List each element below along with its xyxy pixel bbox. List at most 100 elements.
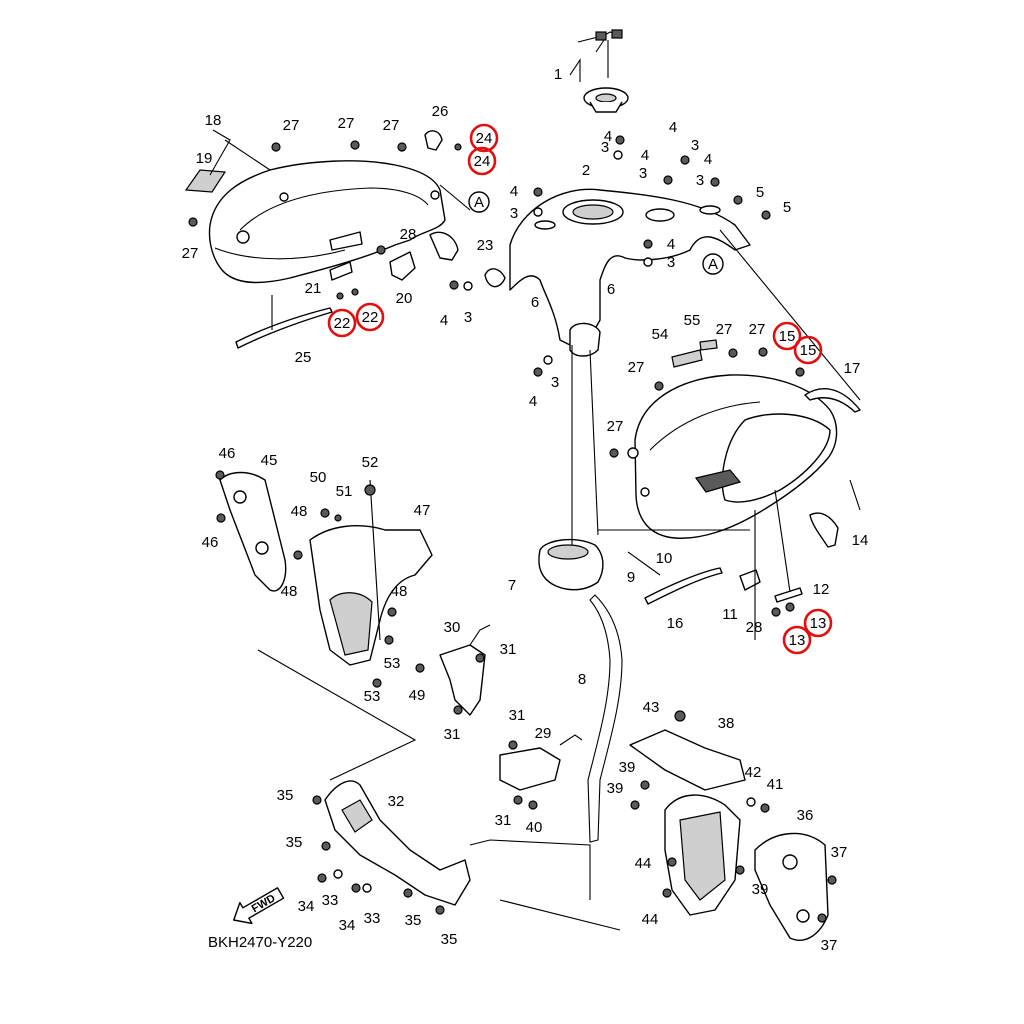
part-label-8: 8 [578,671,586,688]
part-label-35: 35 [286,834,303,851]
part-label-4: 4 [529,393,537,410]
highlighted-part-label: 22 [334,315,351,332]
clip-26 [424,130,443,151]
part-label-16: 16 [667,615,684,632]
part-label-27: 27 [383,117,400,134]
connection-lines [209,58,861,931]
part-label-4: 4 [704,151,712,168]
highlighted-part-label: 13 [810,615,827,632]
highlighted-part-22: 22 [355,302,385,332]
damper-16 [644,567,723,605]
part-label-48: 48 [291,503,308,520]
part-label-4: 4 [669,119,677,136]
part-label-39: 39 [752,881,769,898]
part-label-23: 23 [477,237,494,254]
part-label-32: 32 [388,793,405,810]
part-label-11: 11 [722,606,738,623]
part-label-46: 46 [219,445,236,462]
part-label-4: 4 [440,312,448,329]
part-label-5: 5 [783,199,791,216]
part-label-35: 35 [277,787,294,804]
part-label-1: 1 [554,66,562,83]
part-label-3: 3 [691,137,699,154]
part-label-4: 4 [667,236,675,253]
part-label-27: 27 [283,117,300,134]
part-label-35: 35 [441,931,458,948]
part-label-27: 27 [338,115,355,132]
svg-text:A: A [708,256,718,273]
part-label-18: 18 [205,112,222,129]
part-label-39: 39 [607,780,624,797]
part-label-28: 28 [400,226,417,243]
part-label-31: 31 [509,707,526,724]
part-label-30: 30 [444,619,461,636]
highlighted-part-label: 15 [800,342,817,359]
part-label-55: 55 [684,312,701,329]
part-label-31: 31 [444,726,461,743]
part-label-3: 3 [667,254,675,271]
highlight-circle-icon [467,146,497,176]
part-label-35: 35 [405,912,422,929]
part-label-27: 27 [716,321,733,338]
highlighted-part-24: 24 [469,123,499,153]
part-label-47: 47 [414,502,431,519]
bracket-23 [429,231,459,261]
part-label-5: 5 [756,184,764,201]
part-label-3: 3 [464,309,472,326]
part-label-37: 37 [831,844,848,861]
highlighted-part-label: 13 [789,632,806,649]
part-label-36: 36 [797,807,814,824]
part-label-37: 37 [821,937,838,954]
bracket-11 [739,569,761,591]
part-label-27: 27 [607,418,624,435]
ref-marker-a-upper: A [468,191,490,213]
highlight-circle-icon [772,321,802,351]
highlight-circle-icon [469,123,499,153]
highlight-circle-icon [803,608,833,638]
highlighted-part-label: 22 [362,309,379,326]
part-label-40: 40 [526,819,543,836]
part-label-42: 42 [745,764,762,781]
part-label-21: 21 [305,280,322,297]
part-label-33: 33 [322,892,339,909]
part-label-26: 26 [432,103,449,120]
part-label-14: 14 [852,532,869,549]
part-label-3: 3 [601,139,609,156]
part-label-53: 53 [364,688,381,705]
part-label-12: 12 [813,581,830,598]
part-label-31: 31 [495,812,512,829]
highlight-circle-icon [782,625,812,655]
part-label-27: 27 [182,245,199,262]
part-label-38: 38 [718,715,735,732]
part-label-7: 7 [508,577,516,594]
fuel-tank [484,188,751,357]
part-label-20: 20 [396,290,413,307]
bracket-14 [809,512,839,548]
highlighted-part-15: 15 [772,321,802,351]
part-label-9: 9 [627,569,635,586]
part-label-4: 4 [510,183,518,200]
diagram-code: BKH2470-Y220 [208,934,312,951]
part-label-3: 3 [696,172,704,189]
part-label-28: 28 [746,619,763,636]
part-label-41: 41 [767,776,784,793]
part-label-43: 43 [643,699,660,716]
part-label-2: 2 [582,162,590,179]
part-label-6: 6 [531,294,539,311]
fuel-cap [577,29,629,113]
part-label-49: 49 [409,687,426,704]
fasteners [188,135,837,923]
highlighted-part-label: 15 [779,328,796,345]
part-label-48: 48 [391,583,408,600]
part-label-48: 48 [281,583,298,600]
part-label-29: 29 [535,725,552,742]
plate-12 [774,587,803,603]
highlighted-part-label: 24 [476,130,493,147]
highlighted-part-13: 13 [782,625,812,655]
part-label-34: 34 [339,917,356,934]
highlighted-part-24: 24 [467,146,497,176]
part-label-17: 17 [844,360,861,377]
highlighted-part-15: 15 [793,335,823,365]
